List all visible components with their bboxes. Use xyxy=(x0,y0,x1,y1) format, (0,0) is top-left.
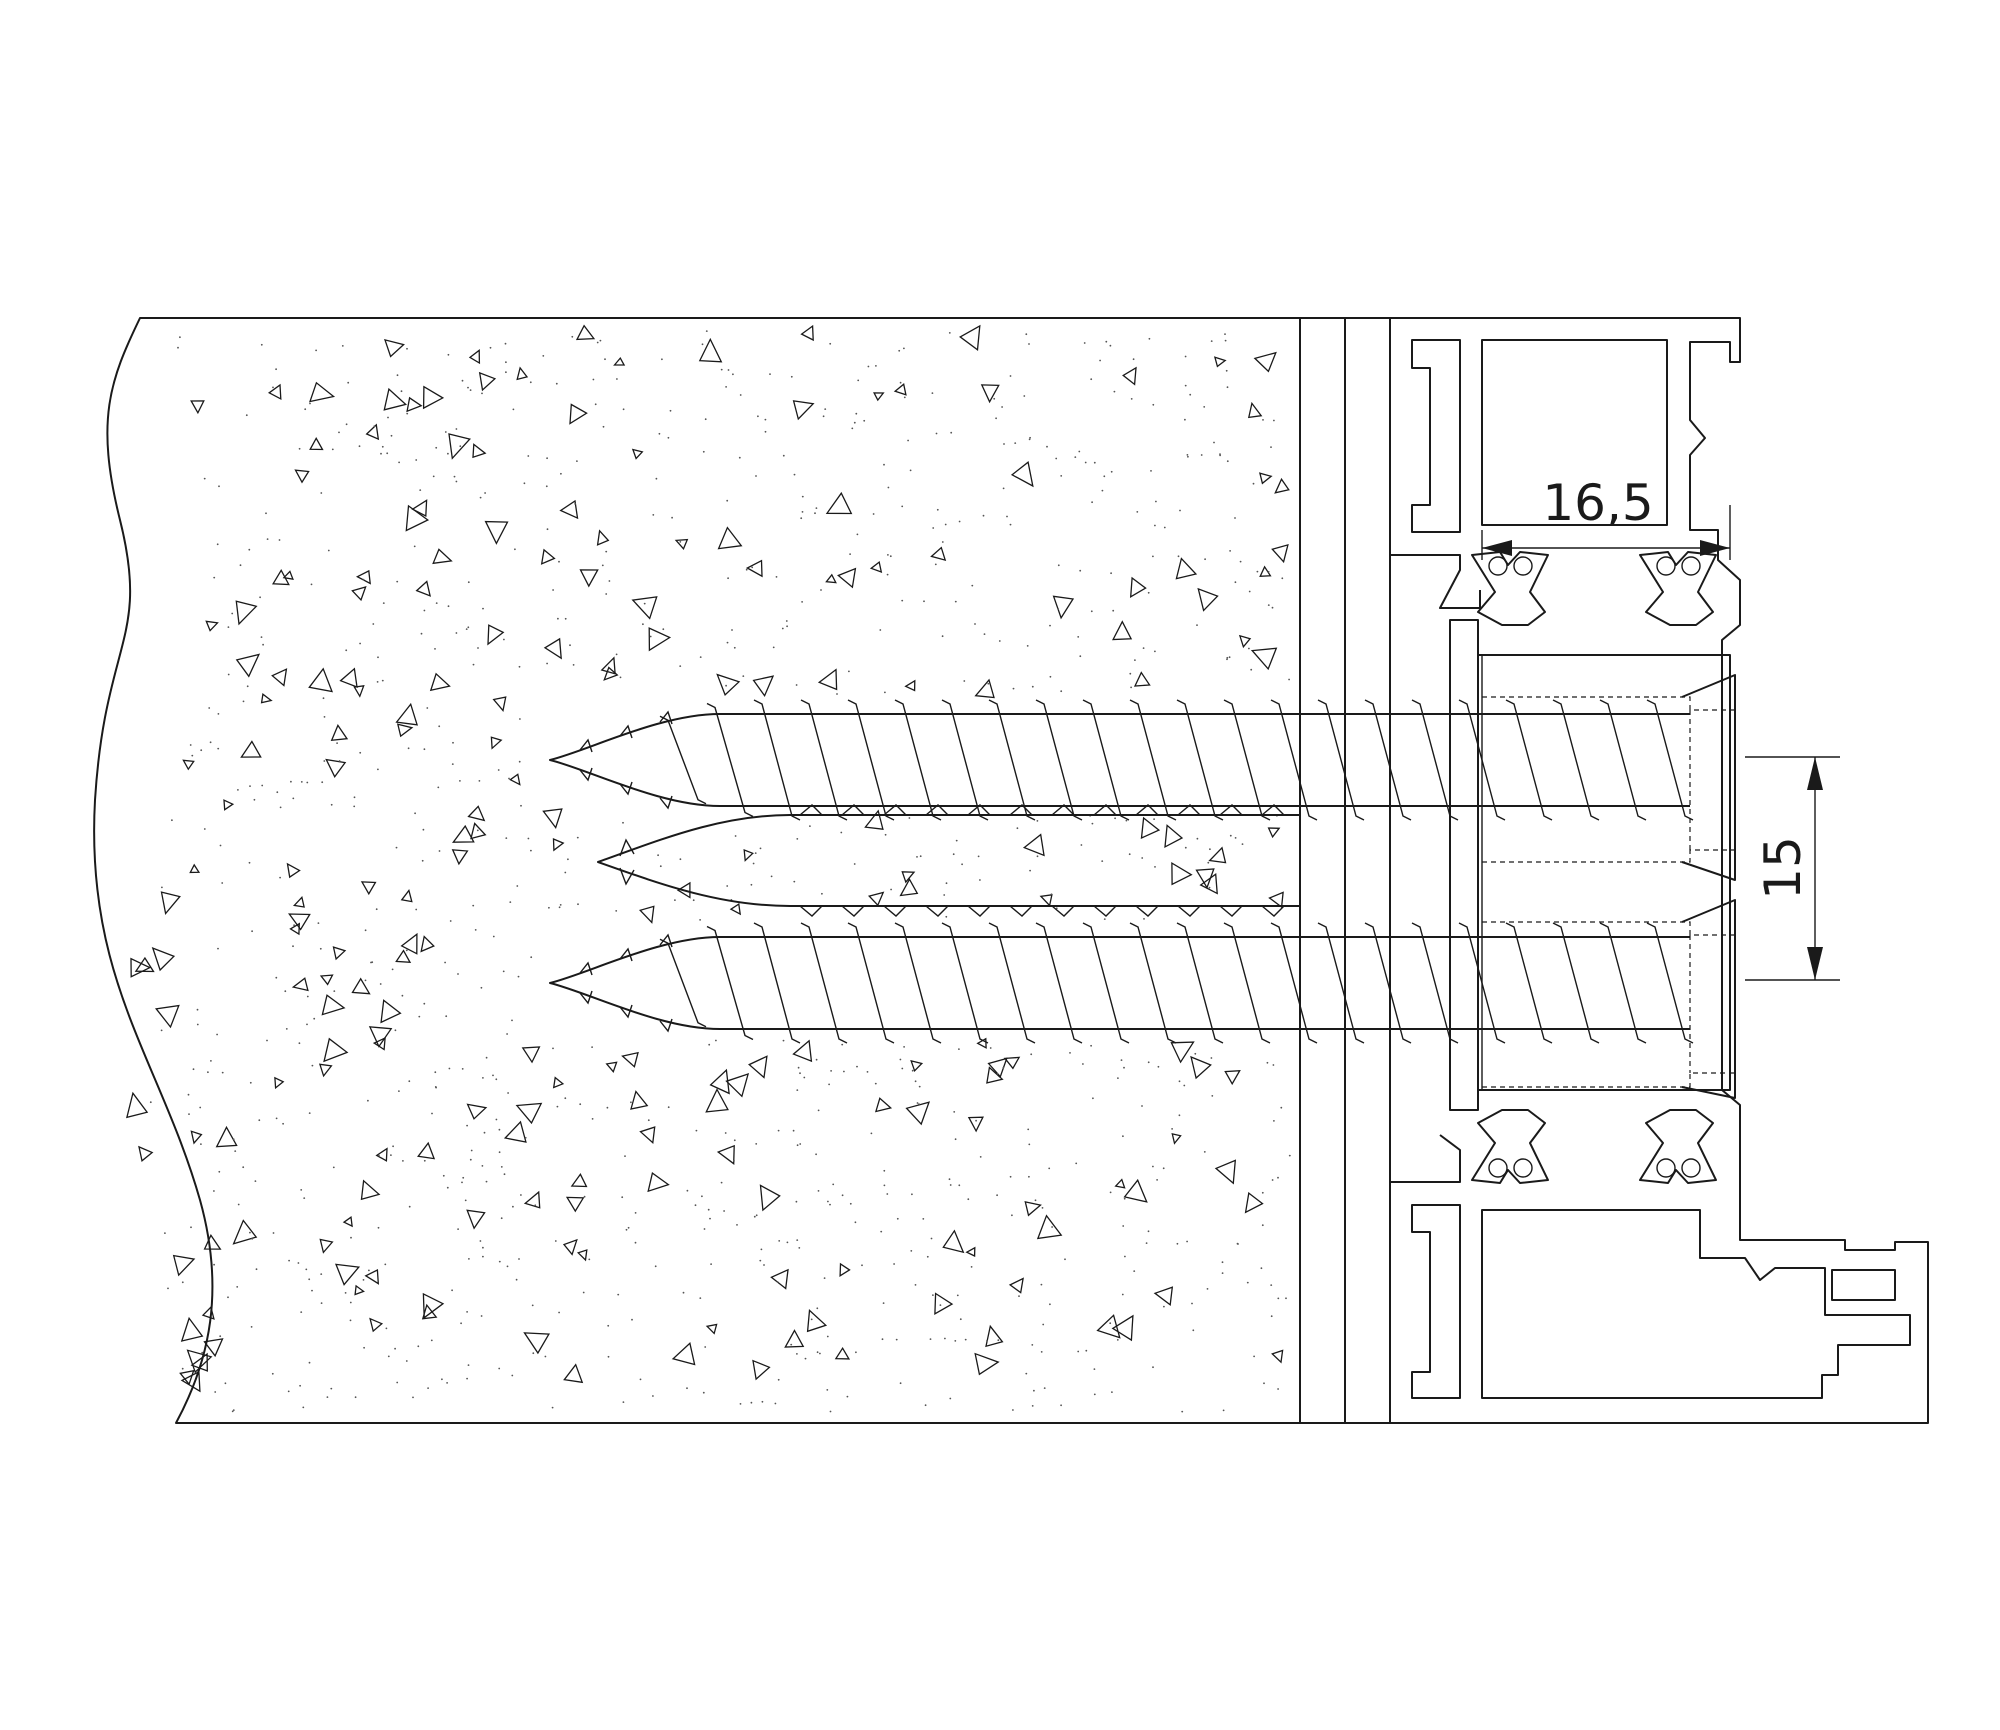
dimension-spacing: 15 xyxy=(1745,756,1840,981)
dimension-width: 16,5 xyxy=(1481,474,1731,560)
concrete-substrate xyxy=(93,317,1301,1424)
dimension-spacing-label: 15 xyxy=(1754,836,1812,900)
concrete-aggregate xyxy=(126,324,1291,1413)
wall-layers xyxy=(1299,317,1391,1424)
gasket-clips xyxy=(1471,551,1717,1184)
aluminium-frame-profile xyxy=(1390,317,1929,1424)
fixing-screws xyxy=(549,699,1694,1044)
dimension-width-label: 16,5 xyxy=(1542,474,1653,532)
screw-heads xyxy=(1482,674,1736,1099)
